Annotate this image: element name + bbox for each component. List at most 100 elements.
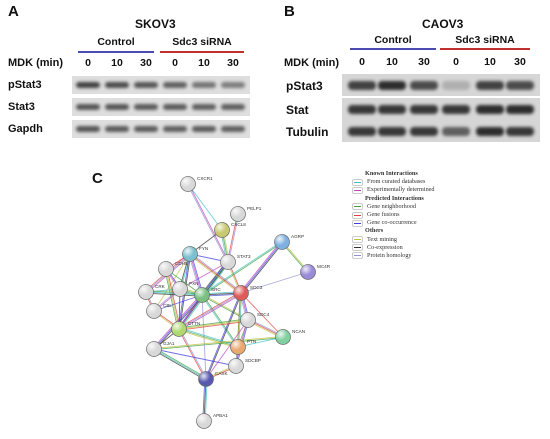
blot-band bbox=[442, 126, 470, 136]
blot-band bbox=[410, 80, 438, 90]
panel-b-group-control: Control bbox=[374, 34, 412, 46]
network-node[interactable]: SDCBP bbox=[228, 358, 261, 374]
network-edge bbox=[153, 294, 203, 312]
network-node[interactable]: SDC4 bbox=[240, 312, 270, 328]
network-edge bbox=[165, 268, 180, 330]
panel-b-letter: B bbox=[284, 3, 295, 20]
legend-item: Gene fusions bbox=[352, 211, 435, 219]
blot-band bbox=[105, 126, 129, 132]
network-node[interactable]: CXCL8 bbox=[214, 222, 247, 238]
network-node[interactable]: PXN bbox=[172, 281, 199, 297]
blot-band bbox=[378, 80, 406, 90]
network-node-label: CDH5 bbox=[175, 261, 188, 266]
network-edge bbox=[179, 328, 207, 379]
network-node[interactable]: PELP1 bbox=[230, 206, 262, 222]
network-edge bbox=[189, 253, 242, 294]
blot-band bbox=[221, 82, 245, 88]
panel-b-row-label: Tubulin bbox=[286, 125, 329, 139]
network-edge bbox=[205, 292, 241, 379]
time-tick: 10 bbox=[484, 56, 496, 68]
panel-b-title: CAOV3 bbox=[422, 17, 464, 31]
blot-band bbox=[192, 126, 216, 132]
network-edge bbox=[178, 329, 238, 349]
panel-a-group-control-line bbox=[78, 51, 154, 53]
network-node-label: GJA1 bbox=[163, 341, 175, 346]
blot-band bbox=[163, 126, 187, 132]
time-tick: 0 bbox=[172, 57, 178, 69]
network-edge bbox=[241, 242, 284, 295]
network-node[interactable]: CASK bbox=[198, 371, 229, 387]
network-edge bbox=[153, 253, 191, 312]
network-node-label: SDC4 bbox=[257, 312, 270, 317]
time-tick: 30 bbox=[227, 57, 239, 69]
network-edge bbox=[202, 242, 283, 296]
panel-b-row-label: Stat bbox=[286, 103, 309, 117]
panel-a-row-label: Stat3 bbox=[8, 101, 35, 113]
network-node[interactable]: GJA1 bbox=[146, 341, 175, 357]
time-tick: 10 bbox=[111, 57, 123, 69]
network-node[interactable]: NCAN bbox=[275, 329, 306, 345]
blot-band bbox=[76, 82, 100, 88]
network-edge bbox=[178, 319, 249, 330]
blot-band bbox=[476, 104, 504, 114]
legend-swatch bbox=[352, 244, 363, 252]
network-edge bbox=[164, 269, 179, 330]
network-node[interactable]: CTTN bbox=[171, 321, 201, 337]
network-edge bbox=[240, 241, 283, 294]
network-node[interactable]: AGRP bbox=[274, 234, 305, 250]
network-node[interactable]: CXCR1 bbox=[180, 176, 214, 192]
blot-band bbox=[105, 104, 129, 110]
network-node[interactable]: MC4R bbox=[300, 264, 331, 280]
network-edge bbox=[240, 292, 284, 338]
blot-band bbox=[221, 126, 245, 132]
blot-strip bbox=[72, 76, 250, 94]
blot-band bbox=[134, 82, 158, 88]
network-edge bbox=[188, 254, 241, 295]
network-edge bbox=[188, 183, 229, 262]
panel-a-title: SKOV3 bbox=[135, 17, 176, 31]
blot-strip bbox=[72, 98, 250, 116]
network-node-label: CXCR1 bbox=[197, 176, 213, 181]
legend-header: Predicted Interactions bbox=[365, 194, 424, 202]
blot-band bbox=[192, 82, 216, 88]
legend-item: Protein homology bbox=[352, 252, 435, 260]
network-node[interactable]: PTN bbox=[230, 339, 257, 355]
network-node[interactable]: FYN bbox=[182, 246, 209, 262]
blot-band bbox=[476, 126, 504, 136]
network-node[interactable]: CBL bbox=[146, 303, 173, 319]
network-node-label: PTN bbox=[247, 339, 256, 344]
blot-band bbox=[410, 126, 438, 136]
network-node[interactable]: STAT3 bbox=[220, 254, 252, 270]
network-edge bbox=[178, 291, 241, 329]
blot-band bbox=[476, 80, 504, 90]
network-node-label: PXN bbox=[189, 281, 198, 286]
blot-strip bbox=[342, 98, 540, 120]
network-node[interactable]: SDC3 bbox=[233, 285, 263, 301]
time-tick: 10 bbox=[198, 57, 210, 69]
blot-band bbox=[506, 80, 534, 90]
legend-swatch bbox=[352, 252, 363, 260]
network-node-label: CTTN bbox=[188, 321, 200, 326]
legend-swatch bbox=[352, 236, 363, 244]
blot-band bbox=[348, 80, 376, 90]
blot-band bbox=[163, 104, 187, 110]
network-node[interactable]: CRK bbox=[138, 284, 166, 300]
network-node-label: NCAN bbox=[292, 329, 305, 334]
network-node-label: CRK bbox=[155, 284, 166, 289]
panel-a-group-sdc3: Sdc3 siRNA bbox=[172, 36, 232, 48]
network-node-label: PELP1 bbox=[247, 206, 262, 211]
network-edge bbox=[187, 183, 223, 231]
network-edge bbox=[239, 240, 282, 293]
network-node[interactable]: SRC bbox=[194, 287, 222, 303]
network-edge bbox=[190, 252, 243, 293]
network-node[interactable]: CDH5 bbox=[158, 261, 188, 277]
blot-band bbox=[134, 104, 158, 110]
legend-swatch bbox=[352, 211, 363, 219]
network-node-label: SDC3 bbox=[250, 285, 263, 290]
network-node-label: APBA1 bbox=[213, 413, 228, 418]
network-node[interactable]: APBA1 bbox=[196, 413, 229, 429]
blot-band bbox=[348, 104, 376, 114]
panel-a-row-label: pStat3 bbox=[8, 79, 42, 91]
time-tick: 0 bbox=[359, 56, 365, 68]
blot-band bbox=[442, 104, 470, 114]
